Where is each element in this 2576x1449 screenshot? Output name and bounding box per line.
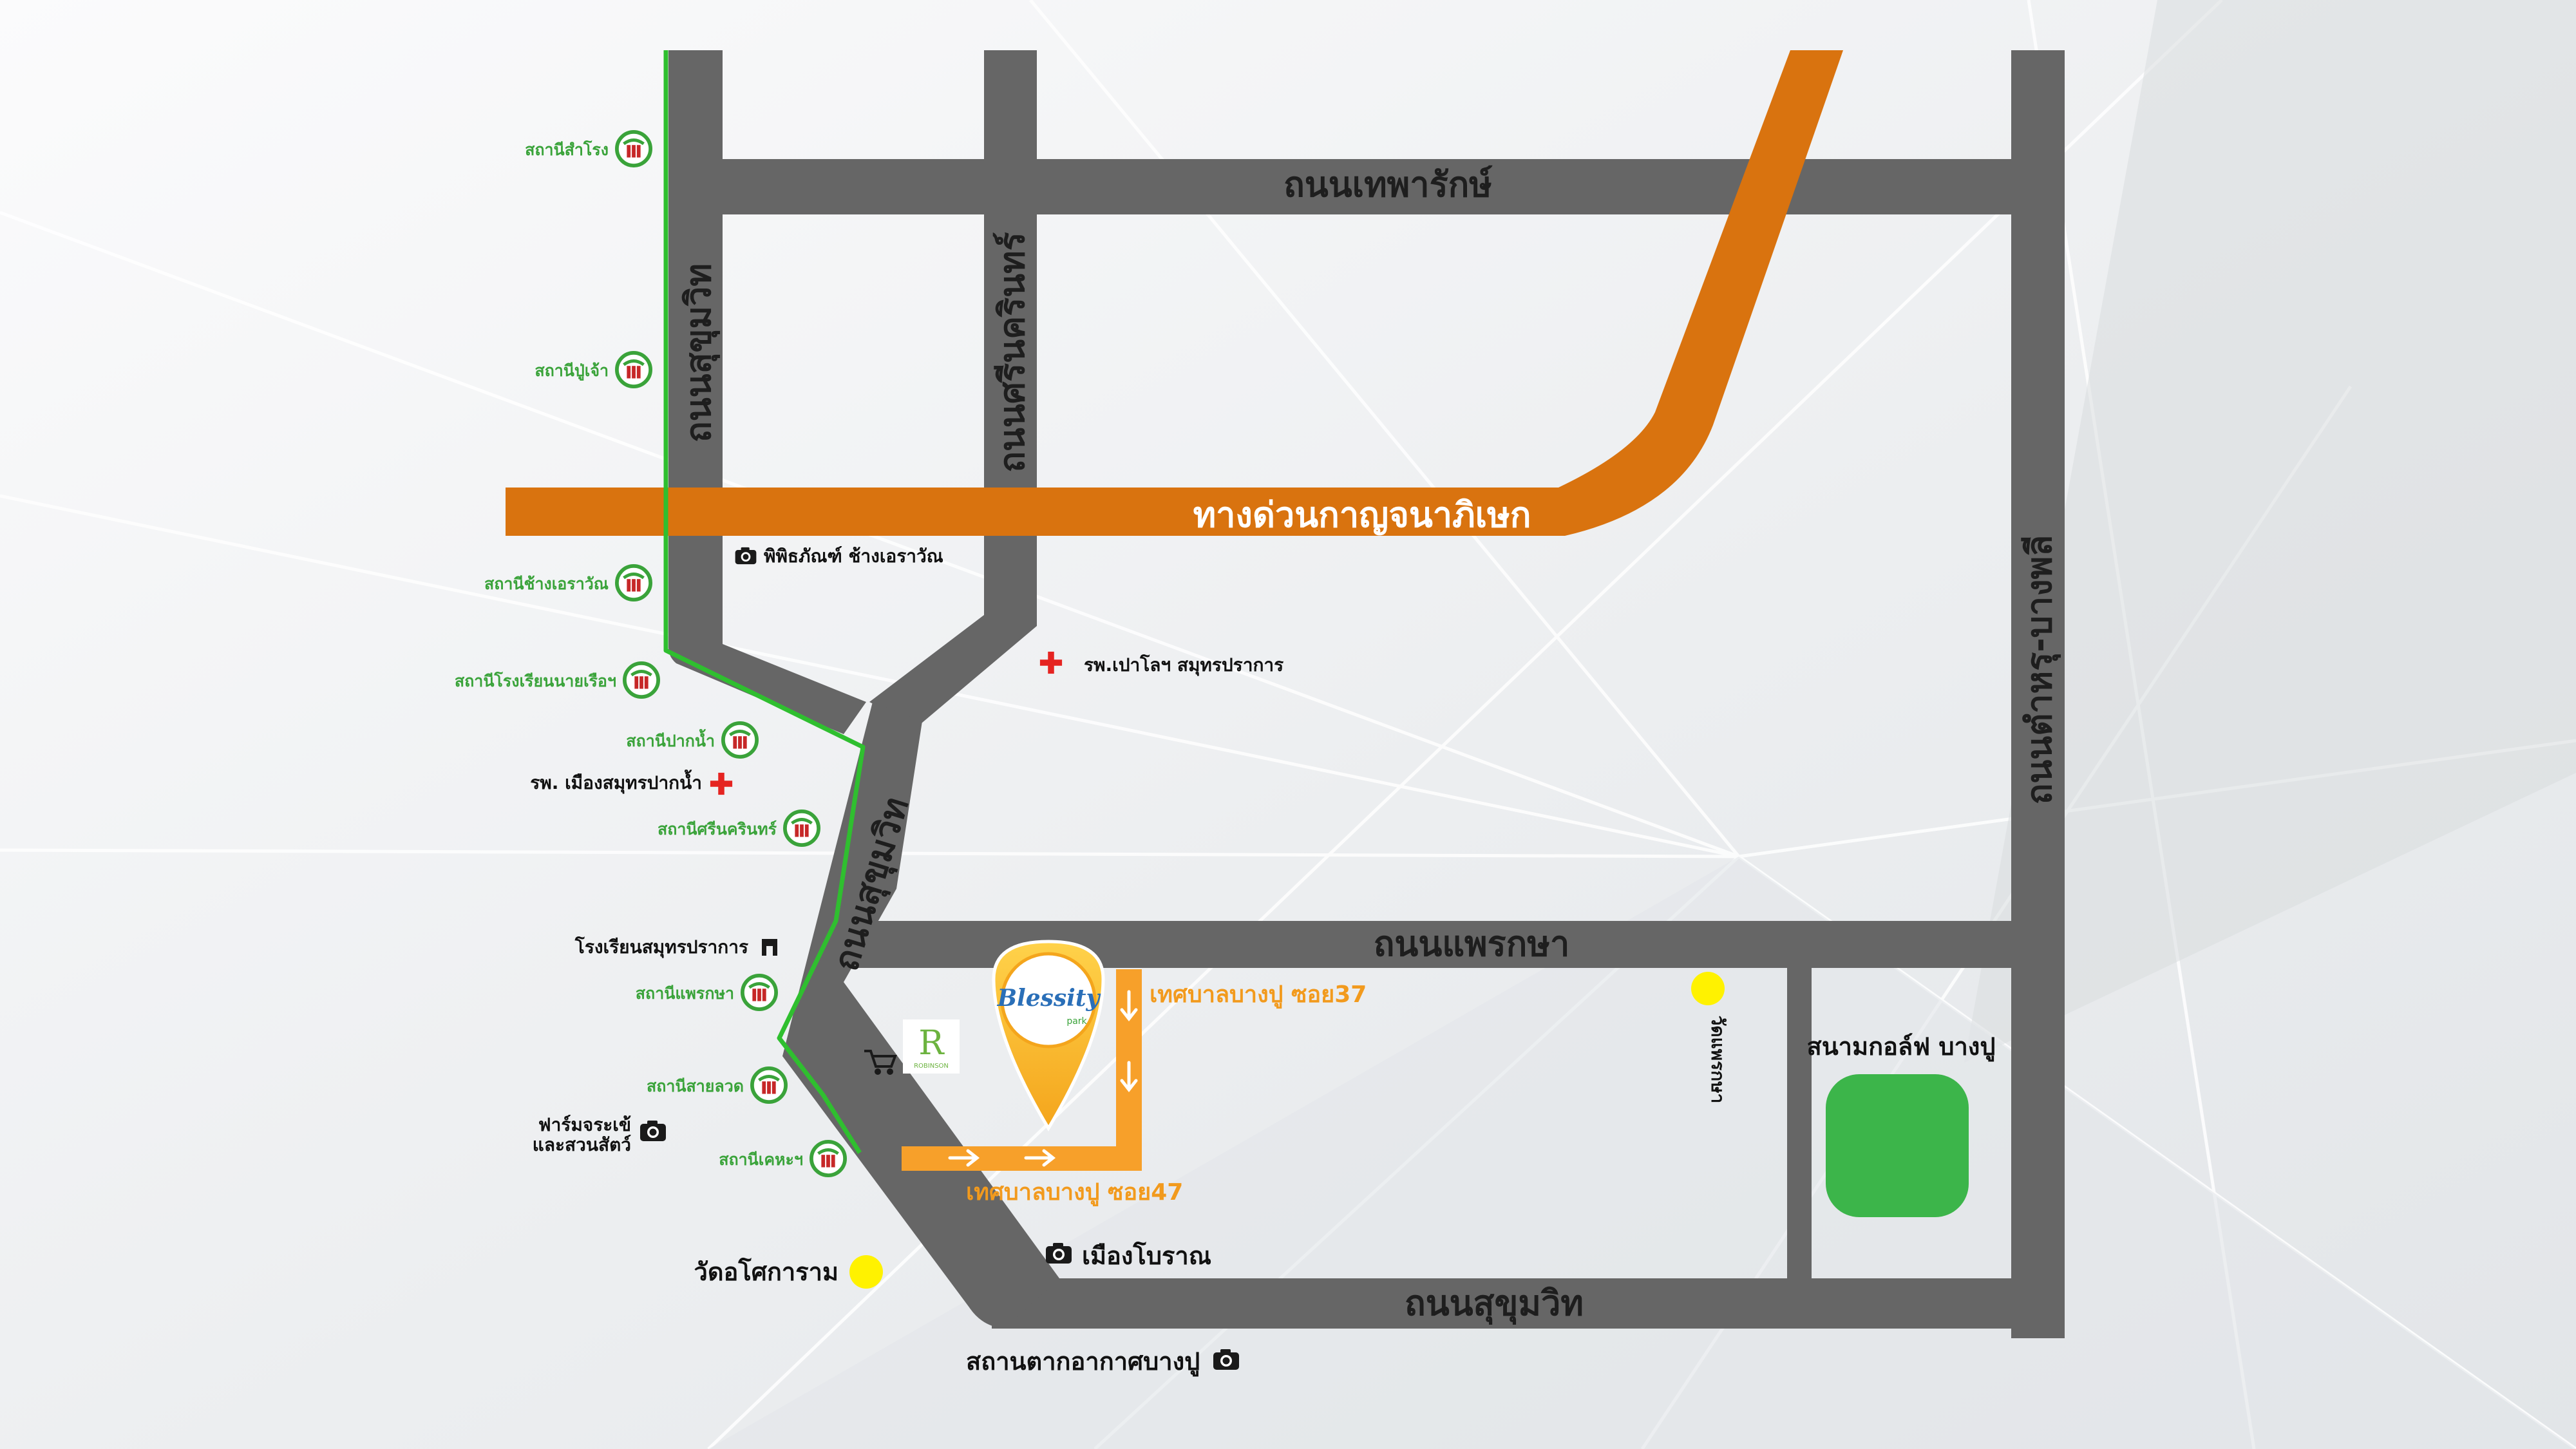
station-label: สถานีปู่เจ้า (535, 361, 609, 381)
arrow-down-icon (1120, 990, 1138, 1022)
poi-label: วัดอโศการาม (694, 1257, 838, 1286)
poi-ancient-city[interactable]: เมืองโบราณ (1046, 1241, 1211, 1270)
golf-course-area (1826, 1074, 1969, 1217)
poi-bangpu-resort[interactable]: สถานตากอากาศบางปู (966, 1347, 1239, 1377)
project-logo-sub: park (1066, 1016, 1087, 1027)
poi-label: วัดแพรกษา (1707, 1016, 1728, 1104)
station-label: สถานีสายลวด (647, 1077, 744, 1095)
station-label: สถานีช้างเอราวัณ (484, 574, 609, 593)
project-logo-circle (1000, 952, 1097, 1048)
project-location-pin[interactable]: Blessity park (992, 940, 1105, 1132)
bts-station-icon (617, 132, 650, 166)
bts-station-icon (743, 976, 776, 1009)
robinson-logo[interactable]: R ROBINSON (903, 1019, 960, 1074)
yellow-dot-icon (849, 1255, 883, 1289)
shopping-cart-icon (864, 1050, 897, 1075)
bts-station-icon (785, 811, 819, 845)
poi-crocodile-farm[interactable]: ฟาร์มจระเข้ และสวนสัตว์ (533, 1114, 666, 1155)
poi-label: พิพิธภัณฑ์ ช้างเอราวัณ (764, 545, 943, 567)
road-sukhumvit-south (992, 1278, 2065, 1329)
road-phraeksa-connector-2 (2011, 966, 2036, 1282)
bts-station-icon (617, 353, 650, 386)
station-pu-chao[interactable]: สถานีปู่เจ้า (535, 353, 650, 386)
project-logo-text: Blessity (997, 985, 1101, 1012)
station-phraeksa[interactable]: สถานีแพรกษา (636, 976, 776, 1009)
station-label: สถานีปากน้ำ (626, 728, 715, 750)
station-label: สถานีศรีนครินทร์ (658, 820, 777, 838)
soi47-label: เทศบาลบางปู ซอย47 (966, 1179, 1183, 1207)
poi-label: รพ.เปาโลฯ สมุทรปราการ (1084, 654, 1283, 676)
poi-label: และสวนสัตว์ (533, 1134, 631, 1155)
poi-label: โรงเรียนสมุทรปราการ (574, 936, 748, 958)
road-label-theparak: ถนนเทพารักษ์ (1283, 164, 1493, 205)
poi-golf-course[interactable]: สนามกอล์ฟ บางปู (1807, 1032, 1996, 1062)
station-label: สถานีเคหะฯ (719, 1150, 803, 1169)
road-theparak (673, 159, 2064, 214)
arrow-right-icon (948, 1149, 980, 1167)
poi-label: ฟาร์มจระเข้ (538, 1114, 631, 1135)
poi-erawan-museum[interactable]: พิพิธภัณฑ์ ช้างเอราวัณ (735, 545, 943, 567)
road-phraeksa-connector-1 (1787, 966, 1812, 1282)
bts-green-line (663, 50, 866, 1154)
road-label-srinakarin: ถนนศรีนครินทร์ (992, 232, 1032, 472)
station-sai-luat[interactable]: สถานีสายลวด (647, 1068, 786, 1102)
station-label: สถานีแพรกษา (636, 984, 734, 1003)
poi-label: สถานตากอากาศบางปู (966, 1347, 1200, 1377)
poi-paolo-hospital[interactable]: รพ.เปาโลฯ สมุทรปราการ (1039, 651, 1283, 676)
bts-station-icon (723, 723, 757, 757)
road-network (668, 50, 2065, 1338)
station-kheha[interactable]: สถานีเคหะฯ (719, 1142, 845, 1175)
yellow-dot-icon (1691, 972, 1725, 1005)
station-pak-nam[interactable]: สถานีปากน้ำ (626, 723, 757, 757)
bts-station-icon (752, 1068, 786, 1102)
road-sukhumvit-mid (782, 702, 1059, 1329)
poi-wat-phraeksa[interactable]: วัดแพรกษา (1691, 972, 1728, 1103)
bts-station-icon (811, 1142, 845, 1175)
bts-station-list: สถานีสำโรง สถานีปู่เจ้า สถานีช้างเอราวัณ… (455, 132, 845, 1175)
station-chang-erawan[interactable]: สถานีช้างเอราวัณ (484, 566, 650, 600)
poi-school[interactable]: โรงเรียนสมุทรปราการ (574, 936, 777, 958)
soi-route (902, 969, 1142, 1171)
poi-muang-hospital[interactable]: รพ. เมืองสมุทรปากน้ำ (530, 769, 733, 795)
robinson-letter: R (918, 1024, 945, 1063)
soi47-road (902, 1146, 1142, 1171)
station-label: สถานีสำโรง (525, 140, 609, 159)
road-sukhumvit-north (668, 50, 866, 734)
road-label-phraeksa: ถนนแพรกษา (1374, 923, 1570, 964)
arrow-right-icon (1024, 1149, 1056, 1167)
arrow-down-icon (1120, 1061, 1138, 1093)
robinson-name: ROBINSON (914, 1063, 949, 1070)
poi-wat-asokaram[interactable]: วัดอโศการาม (694, 1255, 883, 1289)
station-label: สถานีโรงเรียนนายเรือฯ (455, 671, 616, 690)
road-label-kanchanaphisek: ทางด่วนกาญจนาภิเษก (1193, 495, 1531, 535)
station-srinakarin[interactable]: สถานีศรีนครินทร์ (658, 811, 819, 845)
road-label-sukhumvit-south: ถนนสุขุมวิท (1405, 1283, 1584, 1325)
bts-station-icon (625, 663, 658, 697)
road-srinakarin (869, 50, 1037, 726)
background-shade-right (1964, 0, 2576, 1063)
poi-label: รพ. เมืองสมุทรปากน้ำ (530, 769, 702, 794)
soi37-label: เทศบาลบางปู ซอย37 (1150, 981, 1367, 1009)
road-label-tamru-bangphli: ถนนตำหรุ-บางพลี (2019, 535, 2061, 805)
station-royal-naval-academy[interactable]: สถานีโรงเรียนนายเรือฯ (455, 663, 658, 697)
bts-station-icon (617, 566, 650, 600)
poi-label: เมืองโบราณ (1082, 1241, 1211, 1270)
poi-label: สนามกอล์ฟ บางปู (1807, 1032, 1996, 1062)
school-icon (762, 939, 777, 956)
station-samrong[interactable]: สถานีสำโรง (525, 132, 650, 166)
road-label-sukhumvit-north: ถนนสุขุมวิท (678, 263, 721, 442)
